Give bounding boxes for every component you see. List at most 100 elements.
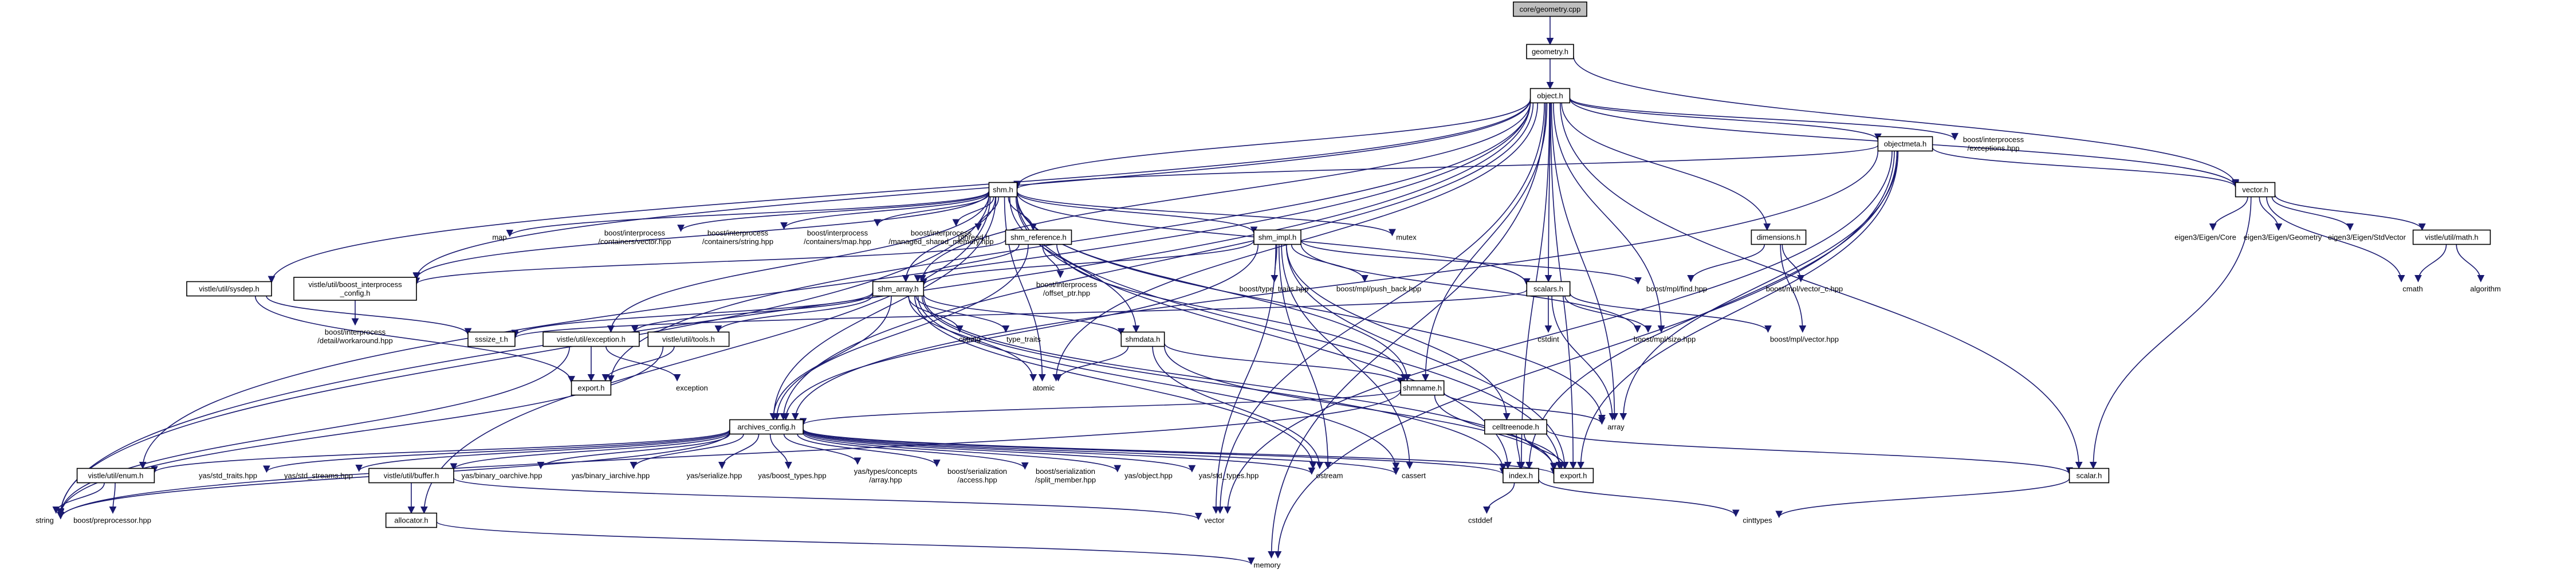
node-label: boost/mpl/find.hpp <box>1646 285 1707 293</box>
edge-shmname-h-to-array <box>1443 392 1606 425</box>
node-label: yas/std_streams.hpp <box>284 472 353 480</box>
edge-vector-h-to-scalar-h <box>2089 197 2252 469</box>
node-cstring: cstring <box>959 335 981 344</box>
edge-scalars-h-to-boost-mpl-size <box>1564 296 1652 333</box>
node-vistle-tools-h[interactable]: vistle/util/tools.h <box>647 331 730 347</box>
node-geometry-h[interactable]: geometry.h <box>1526 44 1574 60</box>
edge-vistle-exception-h-to-string <box>57 346 571 516</box>
edge-object-h-to-memory <box>1268 103 1547 559</box>
node-vistle-bic-h[interactable]: vistle/util/boost_interprocess_config.h <box>293 277 417 301</box>
node-vistle-sysdep-h[interactable]: vistle/util/sysdep.h <box>186 281 272 297</box>
node-label: array <box>1607 423 1625 431</box>
node-archives-config-h[interactable]: archives_config.h <box>729 419 804 435</box>
edge-archives-config-h-to-vistle-enum-h <box>151 429 730 474</box>
node-frame <box>1513 1 1587 17</box>
node-allocator-h[interactable]: allocator.h <box>385 512 438 528</box>
edge-shm-h-to-allocator-h <box>420 197 991 514</box>
node-shm-impl-h[interactable]: shm_impl.h <box>1253 229 1301 245</box>
edge-archives-config-h-to-yas-binary-oarchive <box>537 433 730 469</box>
node-yas-traits: yas/std_traits.hpp <box>199 472 257 480</box>
node-root[interactable]: core/geometry.cpp <box>1513 1 1587 17</box>
node-frame <box>76 468 155 484</box>
node-index-h[interactable]: index.h <box>1503 468 1539 484</box>
node-label: mutex <box>1396 233 1417 242</box>
node-yas-concepts-array: yas/types/concepts/array.hpp <box>854 467 918 484</box>
node-shm-array-h[interactable]: shm_array.h <box>872 281 925 297</box>
node-dimensions-h[interactable]: dimensions.h <box>1751 229 1807 245</box>
node-label: yas/binary_oarchive.hpp <box>462 472 542 480</box>
node-celltreenode-h[interactable]: celltreenode.h <box>1484 419 1548 435</box>
node-frame <box>1877 136 1933 152</box>
node-label: boost/mpl/vector.hpp <box>1770 335 1839 344</box>
node-export-h-b[interactable]: export.h <box>1553 468 1594 484</box>
edge-object-h-to-shm-h <box>1013 99 1531 189</box>
node-shmdata-h[interactable]: shmdata.h <box>1120 331 1165 347</box>
edge-archives-config-h-to-yas-binary-iarchive <box>630 434 744 469</box>
node-label: boost/interprocess <box>604 229 666 237</box>
node-label: vector.h <box>2242 186 2268 194</box>
edge-shm-impl-h-to-shm-array-h <box>920 240 1254 286</box>
edge-shm-reference-h-to-bi-offset-ptr <box>1042 244 1064 278</box>
node-vistle-buffer-h[interactable]: vistle/util/buffer.h <box>368 468 454 484</box>
node-label: /managed_shared_memory.hpp <box>888 237 993 246</box>
node-type-traits: type_traits <box>1006 335 1041 344</box>
node-frame <box>1253 229 1301 245</box>
node-bi-msm: boost/interprocess/managed_shared_memory… <box>888 229 993 246</box>
node-bi-map: boost/interprocess/containers/map.hpp <box>804 229 871 246</box>
edge-objectmeta-h-to-memory <box>1274 151 1895 559</box>
node-object-h[interactable]: object.h <box>1529 88 1571 104</box>
node-frame <box>872 281 925 297</box>
edge-shm-h-to-vistle-exception-h <box>607 194 990 333</box>
edge-vistle-tools-h-to-export-h-a <box>601 346 675 382</box>
edge-object-h-to-vector <box>1216 103 1545 514</box>
edge-shm-array-h-to-export-h-b <box>923 296 1558 471</box>
node-label: boost/interprocess <box>707 229 769 237</box>
node-shm-reference-h[interactable]: shm_reference.h <box>1005 229 1072 245</box>
node-pthread-h: pthread.h <box>958 233 990 242</box>
node-vistle-math-h[interactable]: vistle/util/math.h <box>2412 229 2491 245</box>
node-scalar-h[interactable]: scalar.h <box>2068 468 2110 484</box>
edge-shm-array-h-to-cassert <box>917 296 1400 470</box>
node-label: boost/serialization <box>1036 467 1095 476</box>
node-label: yas/binary_iarchive.hpp <box>572 472 650 480</box>
edge-geometry-h-to-vector-h <box>1573 56 2239 187</box>
edge-archives-config-h-to-yas-serialize <box>718 434 760 469</box>
node-frame <box>1400 380 1445 396</box>
edge-shm-h-to-index-h <box>1015 197 1512 469</box>
node-atomic: atomic <box>1033 384 1055 392</box>
node-map: map <box>492 233 506 242</box>
node-label: /containers/map.hpp <box>804 237 871 246</box>
edge-archives-config-h-to-index-h <box>803 429 1507 476</box>
node-export-h-a[interactable]: export.h <box>571 380 612 396</box>
edge-vistle-enum-h-to-string <box>52 482 105 514</box>
edge-shm-reference-h-to-archives-config-h <box>773 244 1029 421</box>
node-label: sssize_t.h <box>475 335 508 344</box>
node-objectmeta-h[interactable]: objectmeta.h <box>1877 136 1933 152</box>
node-label: yas/types/concepts <box>854 467 918 476</box>
edge-objectmeta-h-to-export-h-b <box>1577 151 1899 469</box>
edge-shm-h-to-vistle-bic-h <box>412 191 990 280</box>
edge-vistle-sysdep-h-to-export-h-a <box>254 296 575 383</box>
edge-archives-config-h-to-yas-streams <box>355 430 730 472</box>
node-boost-mpl-find: boost/mpl/find.hpp <box>1646 285 1707 293</box>
edge-shm-reference-h-to-vistle-bic-h <box>412 239 1006 285</box>
node-scalars-h[interactable]: scalars.h <box>1526 281 1571 297</box>
node-vistle-enum-h[interactable]: vistle/util/enum.h <box>76 468 155 484</box>
node-vector-h[interactable]: vector.h <box>2235 182 2276 198</box>
node-bi-vector: boost/interprocess/containers/vector.hpp <box>598 229 671 246</box>
edge-shm-h-to-bi-msm <box>952 197 994 227</box>
node-shmname-h[interactable]: shmname.h <box>1400 380 1445 396</box>
edge-index-h-to-cstddef <box>1483 482 1515 514</box>
node-label: shm_impl.h <box>1258 233 1296 242</box>
edge-shm-impl-h-to-export-h-b <box>1285 244 1568 469</box>
node-bi-offset-ptr: boost/interprocess/offset_ptr.hpp <box>1036 280 1098 297</box>
edge-shm-impl-h-to-vector <box>1212 244 1277 514</box>
edge-vector-h-to-eigen-stdvector <box>2271 197 2354 231</box>
edge-shmname-h-to-archives-config-h <box>800 388 1402 426</box>
node-shm-h[interactable]: shm.h <box>988 182 1018 198</box>
node-sssize-t-h[interactable]: sssize_t.h <box>467 331 516 347</box>
node-label: _config.h <box>340 289 371 297</box>
node-label: /array.hpp <box>869 476 902 484</box>
node-label: boost/serialization <box>947 467 1007 476</box>
node-vistle-exception-h[interactable]: vistle/util/exception.h <box>542 331 640 347</box>
